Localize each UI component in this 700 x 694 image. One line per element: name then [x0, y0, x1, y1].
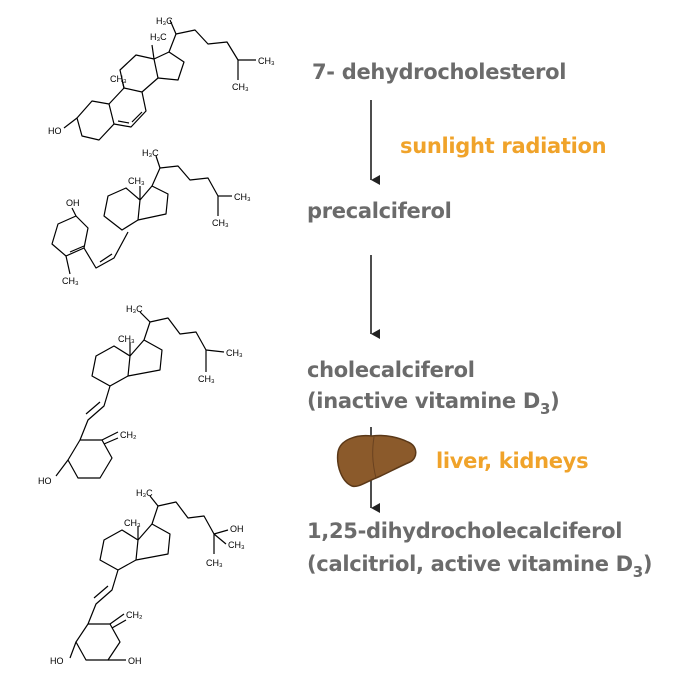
text-part: (inactive vitamine D	[307, 389, 540, 413]
label-cholecalciferol: cholecalciferol	[307, 358, 475, 382]
label-calcitriol: 1,25-dihydrocholecalciferol	[307, 519, 623, 543]
atom-ho-4: HO	[50, 656, 64, 666]
atom-ch3-2b: CH₃	[128, 176, 145, 186]
atom-ch3-3b: CH₃	[226, 348, 243, 358]
subscript: 3	[539, 400, 551, 418]
liver-icon	[336, 434, 417, 488]
atom-ch3-4b: CH₃	[228, 540, 245, 550]
atom-ho-1: HO	[48, 126, 62, 136]
atom-ch3-2c: CH₃	[234, 192, 251, 202]
atom-ch3-4: CH₃	[124, 518, 141, 528]
structure-cholecalciferol	[55, 311, 225, 479]
atom-ch3-2: CH₃	[62, 276, 79, 286]
atom-ch3-1c: CH₃	[258, 56, 275, 66]
subscript: 3	[632, 563, 643, 581]
atom-h3c-1: H₃C	[150, 32, 167, 42]
condition-sunlight: sunlight radiation	[400, 134, 607, 158]
label-7-dehydrocholesterol: 7- dehydrocholesterol	[312, 60, 567, 84]
structure-precalciferol	[51, 155, 232, 275]
structure-7-dehydrocholesterol	[63, 19, 256, 141]
structure-calcitriol	[69, 495, 229, 661]
atom-oh-4: OH	[230, 524, 244, 534]
label-precalciferol: precalciferol	[307, 199, 452, 223]
atom-h3c-1b: H₃C	[156, 16, 173, 26]
atom-ch3-1: CH₃	[110, 74, 127, 84]
atom-ch3-4c: CH₃	[206, 558, 223, 568]
atom-ho-3: HO	[38, 476, 52, 486]
label-calcitriol-note: (calcitriol, active vitamine D3)	[307, 550, 653, 581]
text-part: )	[550, 389, 560, 413]
atom-ch3-3: CH₃	[118, 334, 135, 344]
atom-ch2-3: CH₂	[120, 430, 137, 440]
atom-ch3-1b: CH₃	[232, 82, 249, 92]
atom-ch2-4: CH₂	[126, 610, 143, 620]
atom-h3c-4: H₃C	[136, 488, 153, 498]
label-cholecalciferol-note: (inactive vitamine D3)	[307, 387, 560, 418]
atom-h3c-3: H₃C	[126, 304, 143, 314]
atom-h3c-2: H₃C	[142, 148, 159, 158]
atom-oh-2: OH	[66, 198, 80, 208]
text-part: )	[642, 552, 653, 576]
condition-liver-kidneys: liver, kidneys	[436, 449, 589, 473]
text-part: (calcitriol, active vitamine D	[307, 552, 633, 576]
atom-ch3-3c: CH₃	[198, 374, 215, 384]
atom-ch3-2d: CH₃	[212, 218, 229, 228]
atom-oh-4b: OH	[128, 656, 142, 666]
